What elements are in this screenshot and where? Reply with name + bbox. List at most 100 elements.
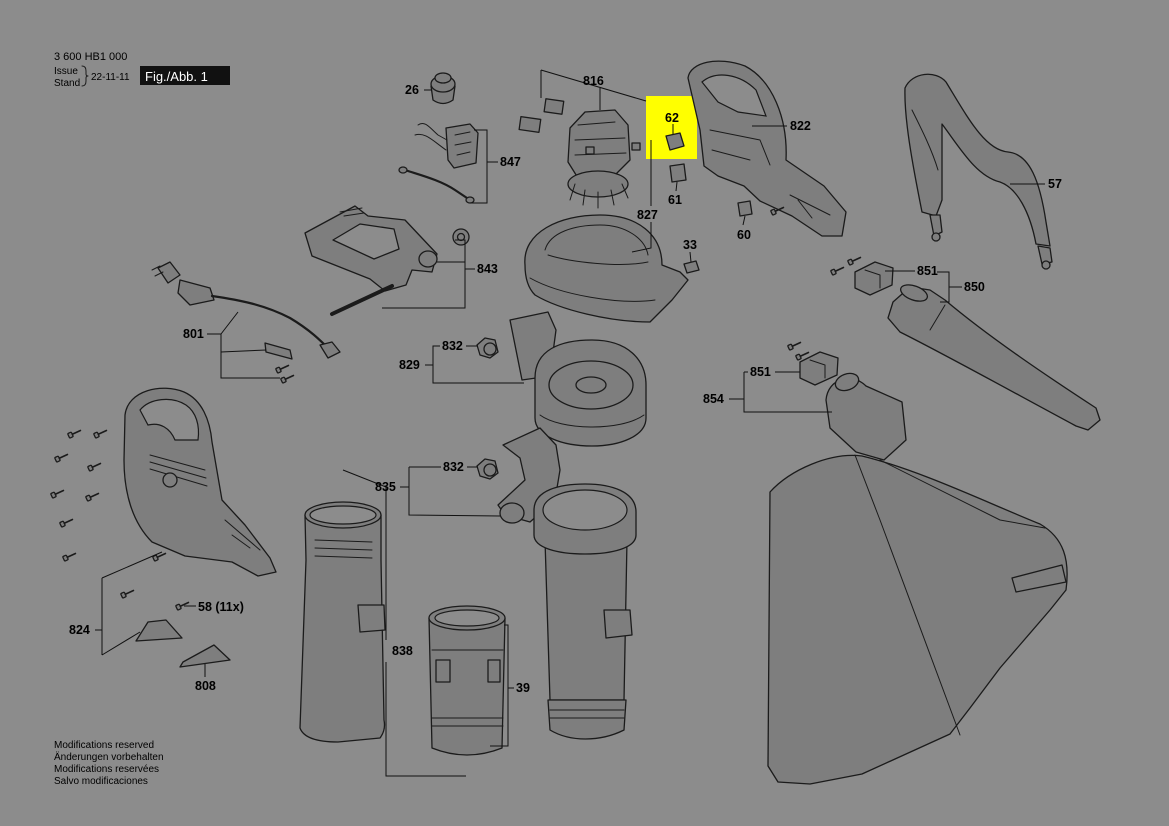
label-827: 827 [637, 208, 658, 222]
leader-854 [729, 371, 832, 413]
part-832-knob-upper [476, 337, 499, 359]
strap-ring-left [931, 232, 941, 242]
label-801: 801 [183, 327, 204, 341]
part-851-switch-lower [799, 351, 839, 386]
adapter-body [428, 617, 506, 756]
tube-housing-knob [499, 502, 525, 524]
handle-grip [339, 207, 365, 217]
label-832-lower: 832 [443, 460, 464, 474]
leader-829 [425, 345, 524, 384]
label-62: 62 [665, 111, 679, 125]
label-829: 829 [399, 358, 420, 372]
suction-tube-opening [899, 284, 929, 302]
switch-plate-detail [454, 131, 472, 156]
cable-clamp-pin [264, 342, 293, 360]
housing-logo [162, 472, 178, 488]
switch-cable [403, 168, 469, 200]
mains-plug [157, 261, 181, 284]
strap-hook-right [1037, 245, 1053, 265]
footer-line-4: Salvo modificaciones [54, 776, 148, 787]
strap-band [904, 73, 1051, 247]
handle-pivot [418, 250, 438, 268]
adapter-slot-right [487, 659, 501, 683]
plug-pins [151, 265, 164, 277]
part-843-auxiliary-handle [304, 205, 470, 316]
part-847-switch-module [398, 122, 479, 204]
screw [119, 587, 136, 600]
motor-windings [574, 121, 627, 156]
document-number: 3 600 HB1 000 [54, 51, 127, 63]
handle-opening [701, 74, 767, 117]
part-33-plug [683, 260, 700, 274]
motor-body [567, 109, 631, 179]
bag-inlet [825, 377, 907, 461]
tube-housing-latch [603, 609, 633, 639]
housing-handle-opening [139, 398, 200, 441]
strap-ring-right [1041, 260, 1051, 270]
screw [66, 427, 83, 440]
label-39: 39 [516, 681, 530, 695]
leader-801 [207, 311, 280, 379]
cable-end-right [465, 196, 475, 204]
part-854-collection-bag [767, 372, 1068, 785]
handle-inner-detail [709, 129, 771, 166]
leader-843 [382, 239, 475, 309]
cable-end [319, 341, 341, 359]
part-827-fan-cover [524, 214, 689, 323]
part-816-motor [518, 98, 641, 209]
part-838-blower-tube [299, 501, 386, 743]
header-brace [81, 65, 89, 87]
leader-835 [400, 466, 501, 517]
label-847: 847 [500, 155, 521, 169]
bag-inlet-opening [834, 372, 860, 392]
label-822: 822 [790, 119, 811, 133]
screw [61, 550, 78, 563]
leader-816 [540, 69, 647, 110]
part-39-tube-adapter [428, 605, 506, 756]
leader-33 [689, 251, 692, 263]
part-61-connector [669, 163, 687, 183]
screw [786, 339, 803, 352]
bag-handle [1011, 564, 1067, 593]
part-832-knob-lower [476, 458, 499, 480]
blower-tube-threads [314, 539, 373, 559]
part-851-switch-upper [854, 261, 894, 296]
footer-notice: Modifications reserved Änderungen vorbeh… [54, 740, 164, 787]
screw [829, 264, 846, 277]
cable-wire [210, 294, 332, 352]
label-832-upper: 832 [442, 339, 463, 353]
strap-hook-left [929, 214, 943, 237]
label-816: 816 [583, 74, 604, 88]
part-829-impeller-housing [509, 311, 647, 447]
switch-lower-body [799, 351, 839, 386]
leader-39 [490, 624, 514, 747]
screw [86, 460, 103, 473]
screw [846, 254, 863, 267]
part-60-clip [737, 200, 753, 217]
label-851-upper: 851 [917, 264, 938, 278]
housing-lower-edge [539, 414, 645, 428]
footer-line-3: Modifications reservées [54, 764, 159, 775]
label-61: 61 [668, 193, 682, 207]
leader-824 [95, 551, 163, 656]
adapter-rings [431, 649, 504, 727]
label-26: 26 [405, 83, 419, 97]
knob-upper-face [483, 342, 497, 356]
housing-nozzle-detail [224, 519, 261, 551]
handle-frame [304, 205, 438, 292]
blower-tube-opening [309, 505, 377, 525]
label-824: 824 [69, 623, 90, 637]
footer-line-1: Modifications reserved [54, 740, 154, 751]
switch-upper-body [854, 261, 894, 296]
fan-cover-shell [524, 214, 689, 323]
motor-clip-left [585, 146, 595, 155]
issue-label: Issue [54, 66, 78, 77]
part-57-shoulder-strap [904, 73, 1053, 270]
screw [84, 490, 101, 503]
leader-827 [631, 140, 652, 253]
screw [174, 599, 191, 612]
blower-tube-body [299, 514, 386, 743]
part-26-knob [430, 72, 456, 105]
adapter-slot-left [435, 659, 451, 683]
